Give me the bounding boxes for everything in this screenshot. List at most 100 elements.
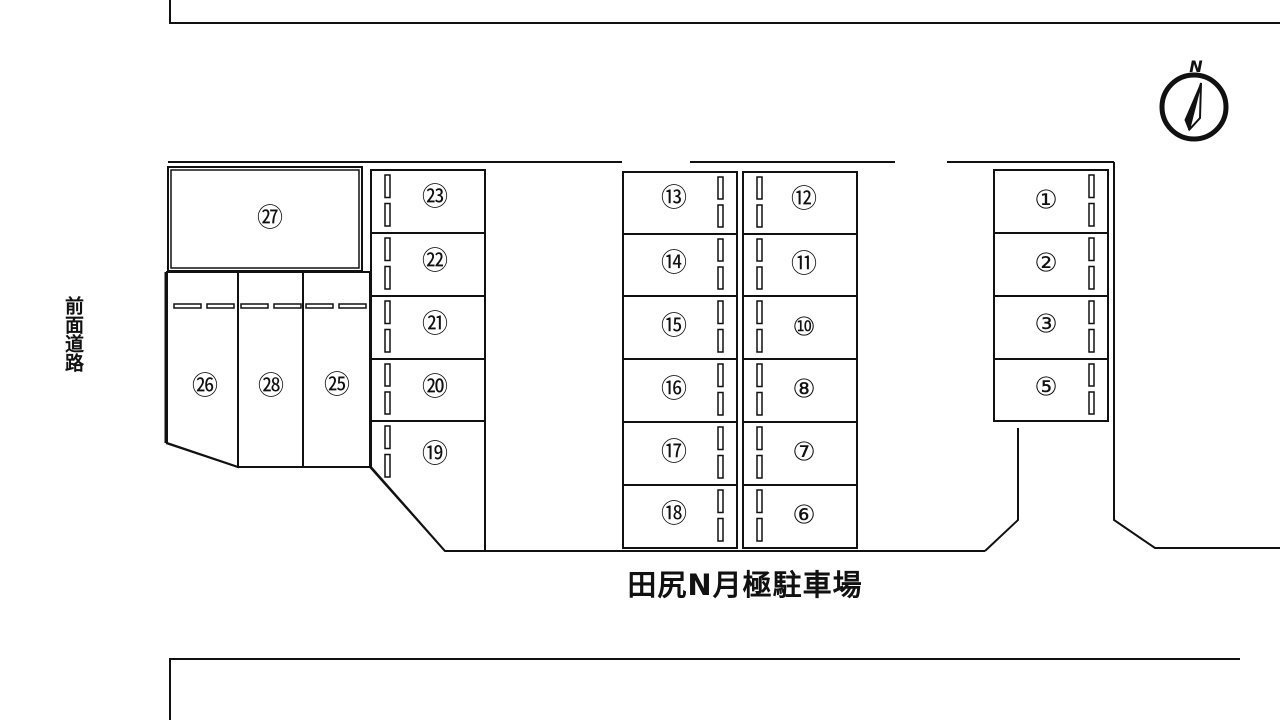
space-number-label: ⑬: [661, 184, 687, 214]
wheel-stop-icon: [1088, 202, 1095, 227]
parking-space-8: ⑧: [742, 358, 858, 423]
space-number-label: ㉒: [422, 247, 448, 277]
space-number-label: ⑥: [792, 501, 815, 531]
wheel-stop-icon: [717, 176, 724, 200]
wheel-stop-icon: [756, 426, 763, 451]
parking-space-20: ⑳: [370, 358, 486, 422]
parking-space-6: ⑥: [742, 484, 858, 549]
space-number-label: ⑤: [1034, 373, 1057, 403]
space-number-label: ⑧: [792, 375, 815, 405]
wheel-stop-icon: [384, 174, 391, 199]
wheel-stop-icon: [384, 300, 391, 325]
wheel-stop-icon: [384, 237, 391, 262]
parking-space-11: ⑪: [742, 233, 858, 297]
wheel-stop-icon: [756, 266, 763, 290]
parking-space-10: ⑩: [742, 295, 858, 360]
parking-space-2: ②: [993, 232, 1109, 297]
building-top-outline: [169, 0, 1280, 24]
wheel-stop-icon: [756, 454, 763, 479]
space-number-label: ⑯: [661, 375, 687, 405]
space-number-label: ③: [1034, 310, 1057, 340]
parking-space-25: ㉕: [302, 271, 371, 468]
wheel-stop-icon: [384, 265, 391, 290]
wheel-stop-icon: [1088, 237, 1095, 262]
wheel-stop-icon: [717, 363, 724, 388]
wheel-stop-icon: [717, 328, 724, 353]
wheel-stop-icon: [756, 300, 763, 325]
wheel-stop-icon: [756, 176, 763, 200]
wheel-stop-icon: [384, 363, 391, 387]
road-label: 前面道路: [62, 296, 84, 372]
lot-boundary-right: [1113, 162, 1280, 549]
space-number-label: ㉖: [192, 372, 218, 402]
parking-space-26: ㉖: [166, 271, 239, 469]
wheel-stop-icon: [717, 426, 724, 451]
space-number-label: ⑲: [422, 440, 448, 470]
wheel-stop-icon: [717, 454, 724, 479]
wheel-stop-icon: [756, 238, 763, 262]
space-number-label: ⑳: [422, 373, 448, 403]
space-number-label: ㉕: [324, 371, 350, 401]
wheel-stop-icon: [384, 453, 391, 478]
parking-space-1: ①: [993, 169, 1109, 234]
space-number-label: ②: [1034, 249, 1057, 279]
wheel-stop-icon: [206, 303, 235, 309]
wheel-stop-icon: [384, 202, 391, 227]
parking-space-3: ③: [993, 295, 1109, 360]
wheel-stop-icon: [756, 328, 763, 353]
parking-space-28: ㉘: [237, 271, 304, 468]
wheel-stop-icon: [717, 266, 724, 290]
parking-space-21: ㉑: [370, 295, 486, 360]
space-number-label: ㉑: [422, 310, 448, 340]
lot-boundary-notch: [984, 428, 1019, 552]
wheel-stop-icon: [756, 363, 763, 388]
parking-space-12: ⑫: [742, 171, 858, 235]
wheel-stop-icon: [717, 391, 724, 416]
wheel-stop-icon: [1088, 328, 1095, 353]
compass-icon: N: [1159, 57, 1229, 142]
parking-space-22: ㉒: [370, 232, 486, 297]
wheel-stop-icon: [756, 204, 763, 228]
parking-space-23: ㉓: [370, 169, 486, 234]
parking-space-14: ⑭: [622, 233, 738, 297]
space-number-label: ㉓: [422, 183, 448, 213]
wheel-stop-icon: [384, 391, 391, 415]
space-number-label: ⑱: [661, 500, 687, 530]
wheel-stop-icon: [717, 238, 724, 262]
space-number-label: ⑫: [791, 185, 817, 215]
space-inner-outline: [170, 169, 360, 269]
space-number-label: ⑰: [661, 438, 687, 468]
parking-space-13: ⑬: [622, 171, 738, 235]
parking-space-7: ⑦: [742, 421, 858, 486]
parking-space-5: ⑤: [993, 358, 1109, 422]
wheel-stop-icon: [240, 303, 269, 309]
wheel-stop-icon: [384, 328, 391, 353]
wheel-stop-icon: [273, 303, 302, 309]
space-number-label: ①: [1034, 186, 1057, 216]
wheel-stop-icon: [384, 425, 391, 450]
space-number-label: ⑪: [791, 250, 817, 280]
wheel-stop-icon: [1088, 391, 1095, 415]
wheel-stop-icon: [1088, 265, 1095, 290]
wheel-stop-icon: [305, 303, 334, 309]
lot-title: 田尻N月極駐車場: [627, 568, 863, 602]
space-outline: [237, 271, 304, 468]
space-number-label: ㉘: [258, 372, 284, 402]
parking-space-19: ⑲: [370, 420, 486, 552]
parking-space-27: ㉗: [167, 166, 363, 272]
wheel-stop-icon: [717, 204, 724, 228]
wheel-stop-icon: [1088, 363, 1095, 387]
wheel-stop-icon: [717, 517, 724, 542]
parking-space-18: ⑱: [622, 484, 738, 549]
parking-space-15: ⑮: [622, 295, 738, 360]
parking-space-17: ⑰: [622, 421, 738, 486]
space-outline: [167, 166, 363, 272]
space-outline: [302, 271, 371, 468]
space-number-label: ⑦: [792, 438, 815, 468]
parking-space-16: ⑯: [622, 358, 738, 423]
building-bottom-outline: [169, 658, 1240, 720]
wheel-stop-icon: [756, 489, 763, 514]
wheel-stop-icon: [756, 391, 763, 416]
